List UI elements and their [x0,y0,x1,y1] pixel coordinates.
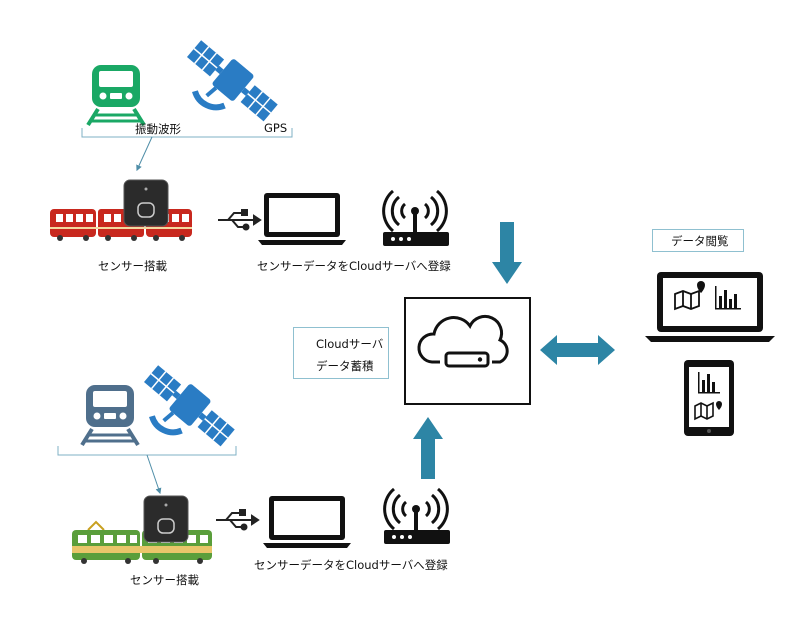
upload-label-bottom: センサーデータをCloudサーバへ登録 [254,558,448,572]
upload-label-top: センサーデータをCloudサーバへ登録 [257,259,451,273]
data-viewing-caption: データ閲覧 [652,229,744,252]
vibration-waveform-label: 振動波形 [135,122,181,136]
satellite-icon [186,40,278,122]
router-icon-bottom [383,487,450,544]
arrow-up-to-cloud [413,417,443,479]
router-icon [382,189,449,246]
green-train [72,520,212,564]
sensor-device-bottom [143,495,189,543]
gps-label: GPS [264,121,288,135]
tablet-with-charts-icon [684,360,734,436]
sensor-bracket-bottom [57,446,237,456]
sensor-device [123,179,169,227]
laptop-icon [258,193,346,245]
sensor-bracket [81,128,293,138]
train-front-icon [86,65,146,127]
double-arrow [540,335,615,365]
laptop-with-charts-icon [645,272,775,342]
sensor-mounted-label-top: センサー搭載 [98,259,167,273]
cloud-server-icon [417,314,509,368]
satellite-icon-bottom [143,365,235,447]
cloud-server-caption: Cloudサーバ データ蓄積 [293,327,389,379]
cloud-server-caption-line1: Cloudサーバ [316,337,384,351]
sensor-mounted-label-bottom: センサー搭載 [130,573,199,587]
laptop-icon-bottom [263,496,351,548]
arrow-down-to-cloud [492,222,522,284]
red-train [50,209,192,241]
cloud-server-box [404,297,531,405]
train-front-icon-bottom [80,385,140,447]
usb-icon-bottom [216,509,260,531]
data-viewing-title: データ閲覧 [671,234,729,248]
cloud-server-caption-line2: データ蓄積 [316,359,374,373]
usb-icon [218,209,262,231]
